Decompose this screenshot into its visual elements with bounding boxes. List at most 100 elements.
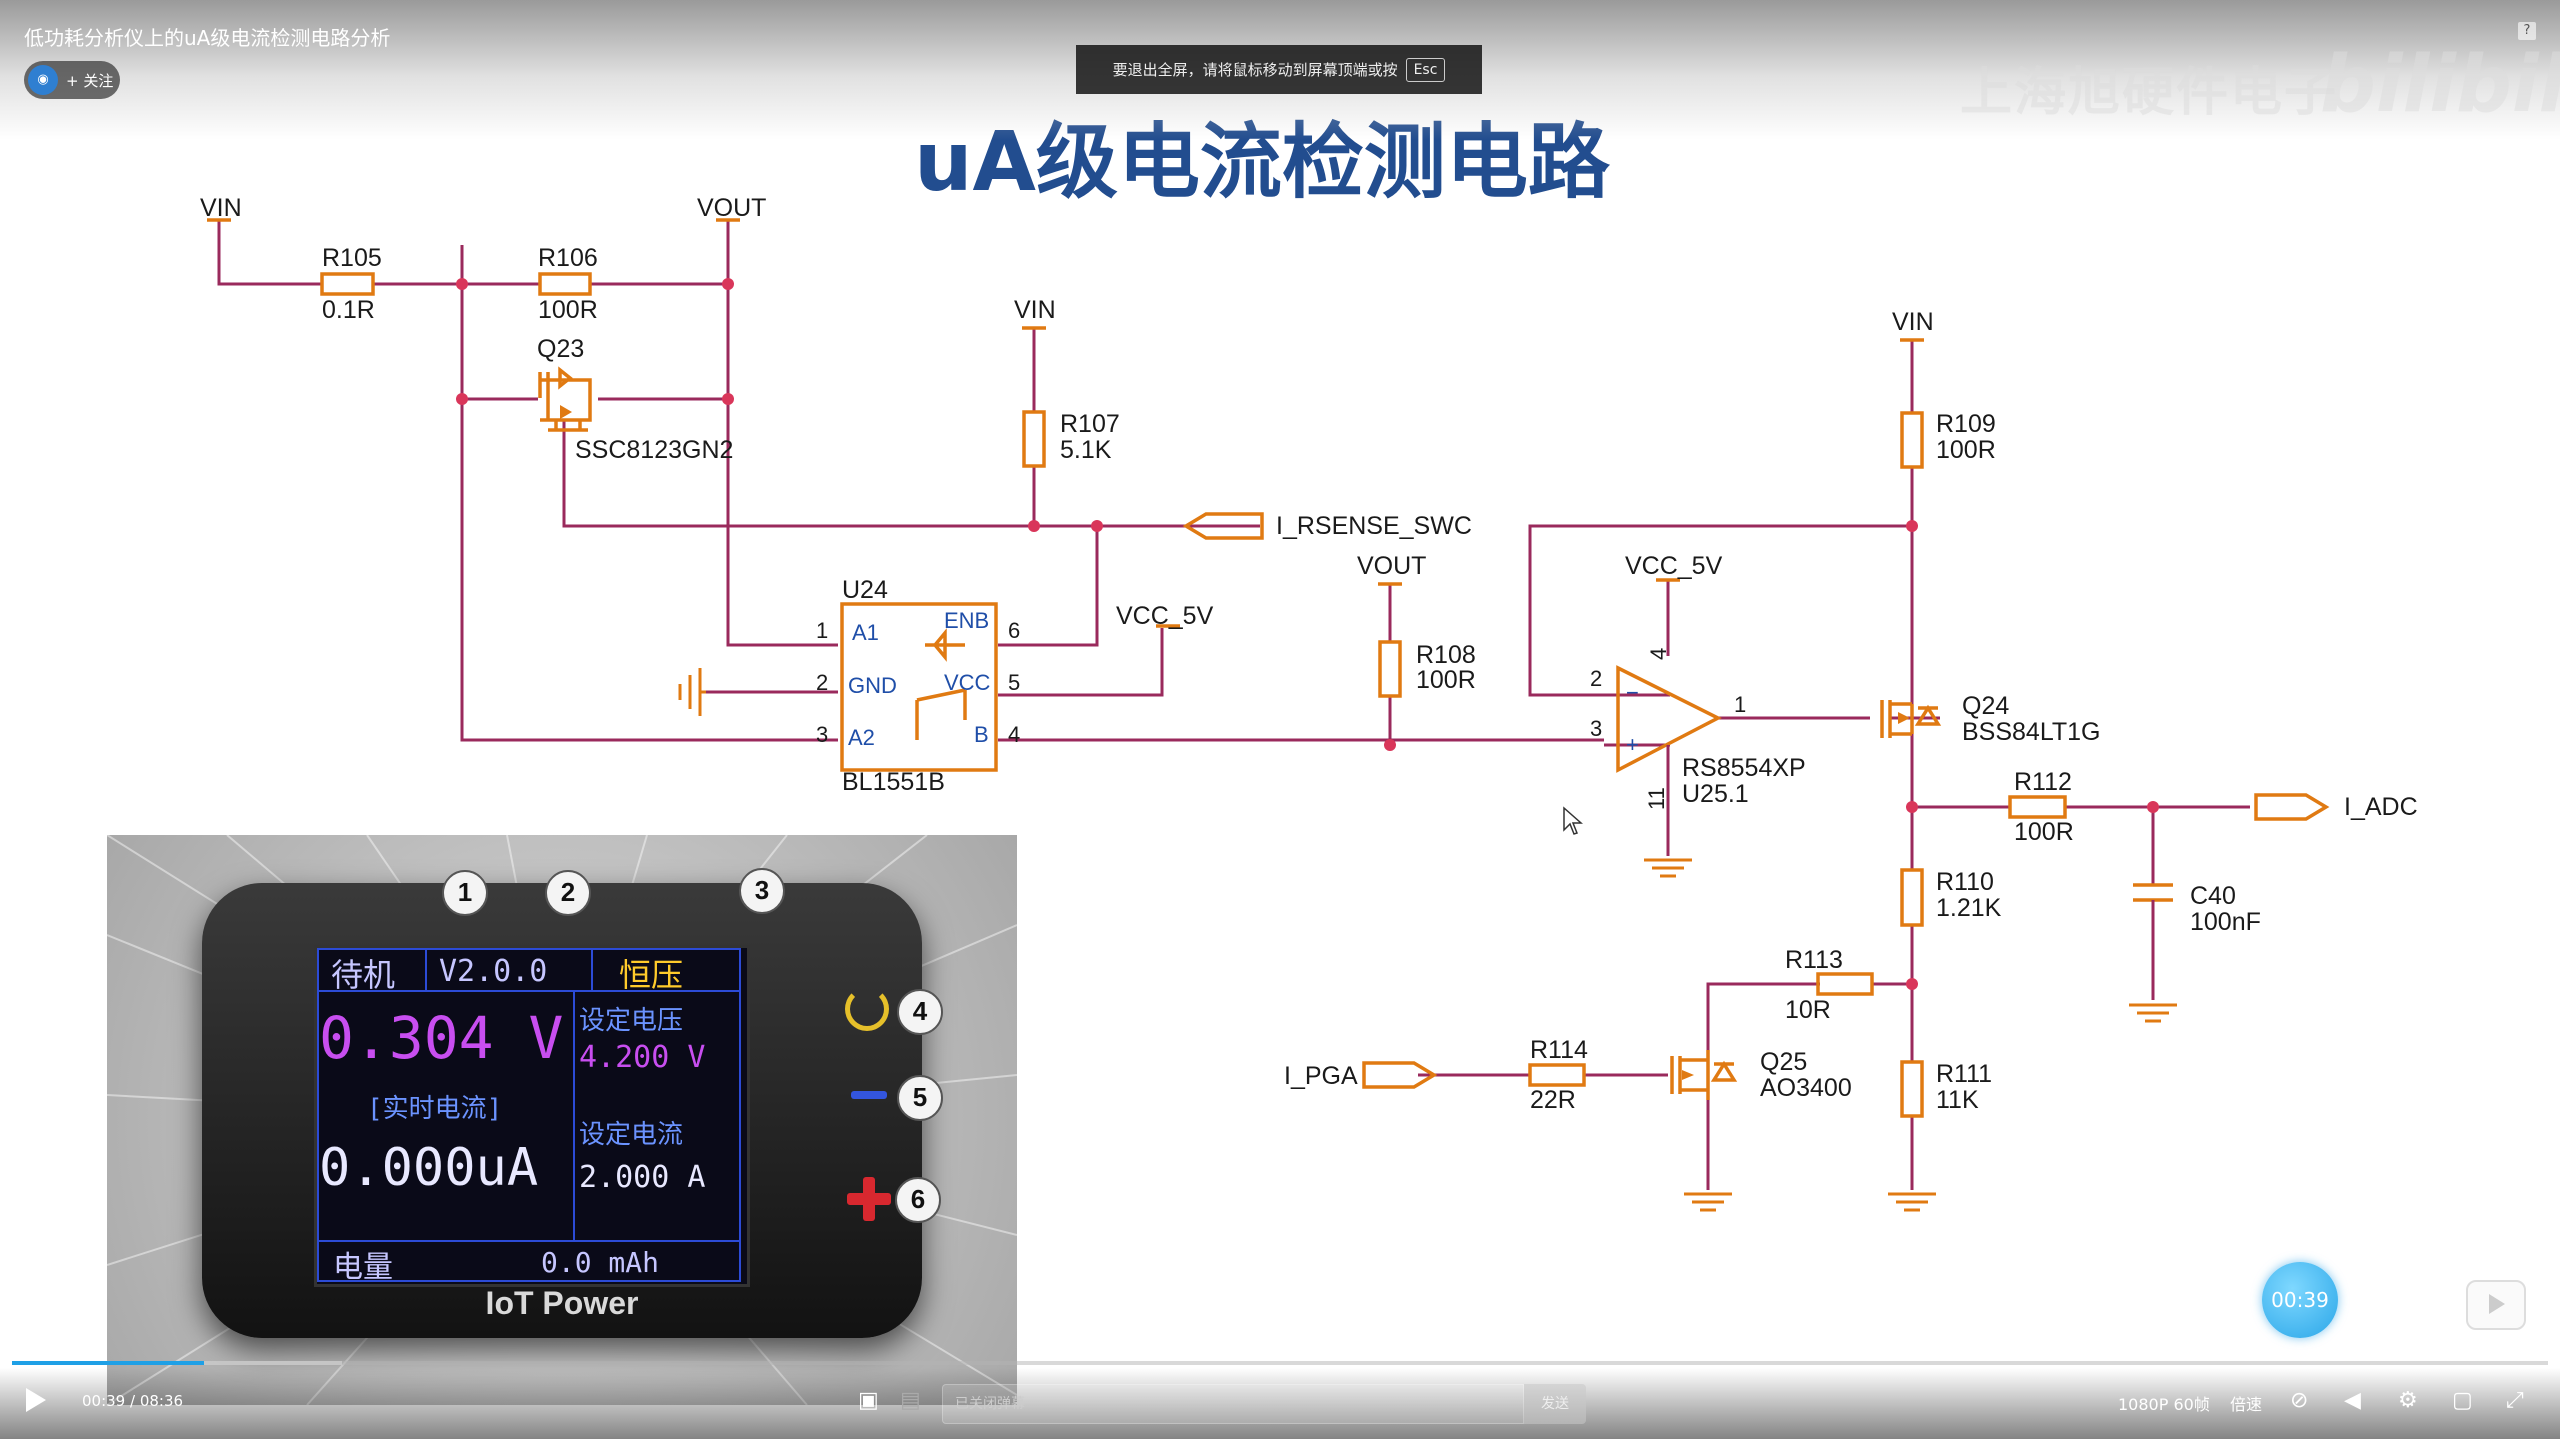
- mini-play-icon[interactable]: [2466, 1280, 2526, 1330]
- danmaku-toggle-icon[interactable]: ▣: [858, 1388, 879, 1413]
- svg-text:1.21K: 1.21K: [1936, 894, 2002, 922]
- svg-text:A2: A2: [848, 725, 875, 750]
- svg-text:1: 1: [816, 618, 828, 643]
- svg-text:GND: GND: [848, 673, 897, 698]
- svg-text:VIN: VIN: [1014, 296, 1056, 324]
- fullscreen-icon[interactable]: ⤢: [2506, 1388, 2524, 1413]
- svg-text:VCC_5V: VCC_5V: [1116, 602, 1214, 630]
- svg-text:R114: R114: [1530, 1036, 1588, 1064]
- callout-5: 5: [897, 1075, 943, 1121]
- video-title: 低功耗分析仪上的uA级电流检测电路分析: [24, 26, 391, 50]
- ground-symbol-u24: [678, 668, 706, 716]
- svg-text:5: 5: [1008, 670, 1020, 695]
- plus-button-icon-vertical: [863, 1177, 875, 1221]
- svg-text:R111: R111: [1936, 1060, 1992, 1088]
- svg-text:Q25: Q25: [1760, 1048, 1807, 1076]
- u24-chip: A1 GND A2 ENB VCC B 1 2 3 6 5 4: [816, 602, 1020, 772]
- timer-bubble[interactable]: 00:39: [2262, 1262, 2338, 1338]
- svg-text:100nF: 100nF: [2190, 908, 2261, 936]
- svg-text:AO3400: AO3400: [1760, 1074, 1852, 1102]
- play-icon[interactable]: [26, 1388, 46, 1412]
- svg-text:2: 2: [1590, 666, 1602, 691]
- pip-icon[interactable]: ▢: [2452, 1388, 2473, 1413]
- device-brand: IoT Power: [485, 1285, 639, 1321]
- callout-4: 4: [897, 989, 943, 1035]
- svg-text:3: 3: [1590, 716, 1602, 741]
- svg-text:11K: 11K: [1936, 1086, 1979, 1114]
- svg-text:R110: R110: [1936, 868, 1994, 896]
- settings-icon[interactable]: ⚙: [2398, 1388, 2418, 1413]
- lcd-version: V2.0.0: [439, 954, 548, 989]
- svg-text:VIN: VIN: [200, 194, 242, 222]
- lcd-current: 0.000uA: [319, 1138, 539, 1198]
- svg-text:−: −: [1626, 680, 1639, 705]
- speed-selector[interactable]: 倍速: [2230, 1395, 2263, 1414]
- svg-text:U25.1: U25.1: [1682, 780, 1749, 808]
- lcd-set-voltage-label: 设定电压: [579, 1006, 684, 1036]
- help-icon[interactable]: ?: [2518, 22, 2536, 40]
- svg-text:SSC8123GN2: SSC8123GN2: [575, 436, 733, 464]
- svg-text:U24: U24: [842, 576, 888, 604]
- danmaku-settings-icon[interactable]: ▤: [900, 1388, 921, 1413]
- svg-text:R106: R106: [538, 244, 598, 272]
- minus-button-icon: [851, 1091, 887, 1099]
- callout-1: 1: [442, 870, 488, 916]
- lcd-energy: 0.0 mAh: [541, 1246, 660, 1279]
- uploader-avatar[interactable]: ◉: [28, 65, 58, 95]
- bilibili-logo: bilibili: [2320, 40, 2560, 130]
- junction-dots: [456, 278, 2159, 990]
- q23-mosfet: [538, 366, 592, 432]
- lcd-realtime-label: [实时电流]: [367, 1094, 503, 1124]
- follow-button[interactable]: ◉ + 关注: [24, 61, 120, 99]
- svg-text:5.1K: 5.1K: [1060, 436, 1112, 464]
- svg-text:100R: 100R: [538, 296, 598, 324]
- svg-text:C40: C40: [2190, 882, 2236, 910]
- svg-text:6: 6: [1008, 618, 1020, 643]
- lcd-energy-label: 电量: [333, 1250, 393, 1285]
- svg-text:VOUT: VOUT: [697, 194, 766, 222]
- ground-symbols: [1684, 1003, 2177, 1212]
- progress-fill: [12, 1361, 204, 1365]
- quality-selector[interactable]: 1080P 60帧: [2118, 1395, 2210, 1414]
- svg-text:100R: 100R: [1936, 436, 1996, 464]
- svg-text:R112: R112: [2014, 768, 2072, 796]
- power-symbols: [207, 218, 1924, 628]
- callout-2: 2: [545, 870, 591, 916]
- net-wires: [217, 220, 2250, 1190]
- follow-label: + 关注: [66, 71, 114, 90]
- svg-text:2: 2: [816, 670, 828, 695]
- svg-text:1: 1: [1734, 692, 1746, 717]
- svg-text:100R: 100R: [2014, 818, 2074, 846]
- callout-3: 3: [739, 868, 785, 914]
- volume-icon[interactable]: ◀: [2344, 1388, 2361, 1413]
- svg-text:R109: R109: [1936, 410, 1996, 438]
- svg-text:22R: 22R: [1530, 1086, 1576, 1114]
- svg-text:R108: R108: [1416, 641, 1476, 669]
- svg-text:0.1R: 0.1R: [322, 296, 375, 324]
- progress-bar[interactable]: [12, 1361, 2548, 1365]
- lcd-set-current: 2.000 A: [579, 1160, 706, 1195]
- player-controls: [0, 1368, 2560, 1439]
- svg-text:VCC: VCC: [944, 670, 991, 695]
- danmaku-input[interactable]: 已关闭弹幕: [942, 1384, 1524, 1424]
- schematic-labels: VIN VOUT R105 0.1R R106 100R Q23 SSC8123…: [200, 194, 2418, 1114]
- subtitle-icon[interactable]: ⊘: [2290, 1388, 2309, 1413]
- q24-mosfet: [1880, 700, 1942, 738]
- svg-text:A1: A1: [852, 620, 879, 645]
- lcd-cell: [317, 1240, 741, 1282]
- send-button[interactable]: 发送: [1524, 1384, 1586, 1424]
- svg-text:BL1551B: BL1551B: [842, 768, 945, 796]
- svg-text:4: 4: [1646, 648, 1671, 660]
- lcd-status: 待机: [331, 956, 396, 994]
- esc-key: Esc: [1405, 57, 1446, 82]
- svg-text:+: +: [1626, 732, 1639, 757]
- lcd-mode: 恒压: [619, 956, 684, 994]
- esc-tip-text: 要退出全屏，请将鼠标移动到屏幕顶端或按: [1112, 61, 1398, 79]
- svg-text:VCC_5V: VCC_5V: [1625, 552, 1723, 580]
- svg-text:I_PGA: I_PGA: [1284, 1062, 1358, 1090]
- svg-text:I_ADC: I_ADC: [2344, 793, 2418, 821]
- svg-text:3: 3: [816, 722, 828, 747]
- svg-text:10R: 10R: [1785, 996, 1831, 1024]
- duration: 08:36: [139, 1392, 184, 1410]
